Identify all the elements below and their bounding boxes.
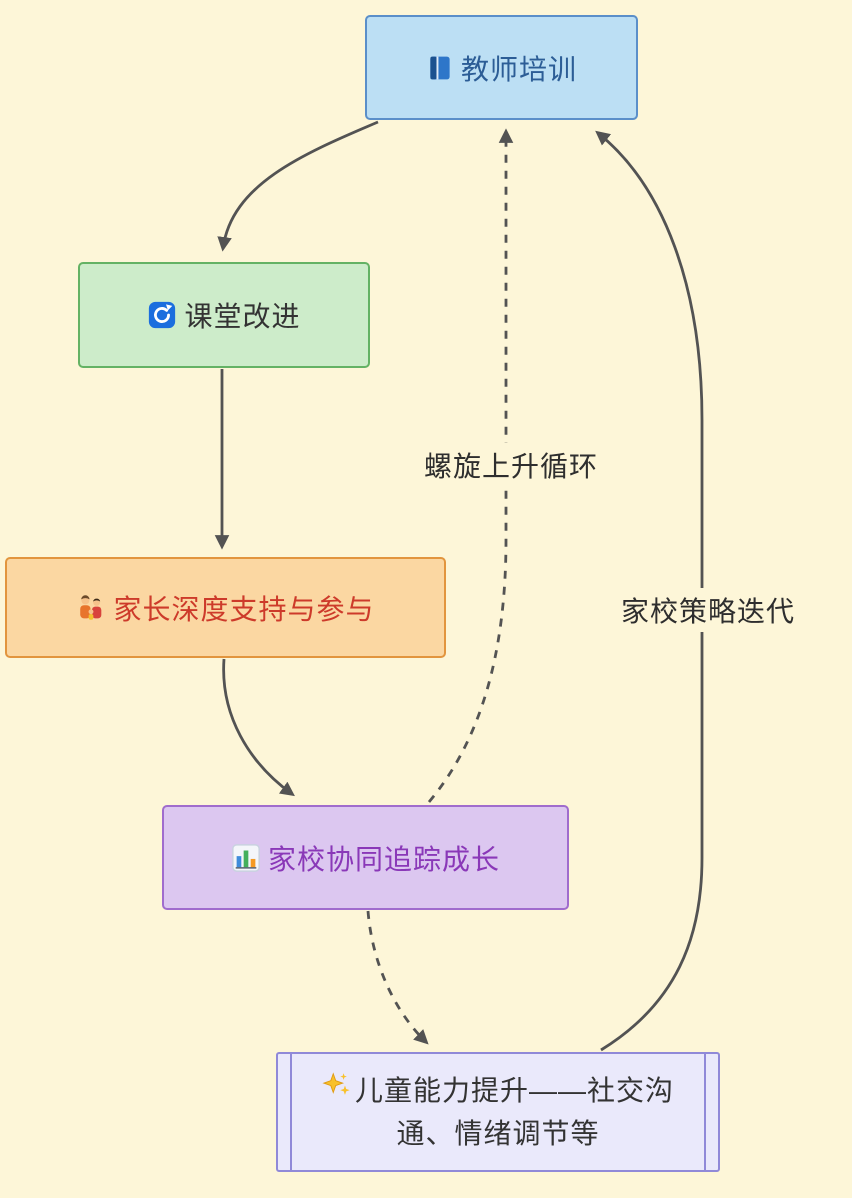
node-teacher-label: 教师培训 [460, 53, 577, 85]
node-children-label: 儿童能力提升——社交沟通、情绪调节等 [354, 1074, 674, 1149]
family-icon [76, 593, 106, 623]
sparkles-icon [322, 1070, 355, 1100]
book-icon [426, 54, 454, 82]
node-parents-label: 家长深度支持与参与 [113, 593, 375, 625]
edge-parents-to-tracking [222, 658, 295, 797]
node-tracking-label: 家校协同追踪成长 [267, 843, 500, 875]
edge-label-strategy-iteration: 家校策略迭代 [614, 588, 802, 632]
node-children-ability: 儿童能力提升——社交沟通、情绪调节等 [276, 1052, 720, 1172]
node-parent-support: 家长深度支持与参与 [5, 557, 446, 658]
bar-chart-icon [231, 843, 261, 873]
edge-tracking-to-teacher-dashed [427, 128, 514, 803]
node-classroom-improvement: 课堂改进 [78, 262, 370, 368]
node-home-school-tracking: 家校协同追踪成长 [162, 805, 569, 910]
refresh-icon [147, 300, 177, 330]
edge-children-to-teacher [595, 130, 704, 1052]
node-classroom-label: 课堂改进 [184, 301, 301, 332]
node-children-label-wrap: 儿童能力提升——社交沟通、情绪调节等 [278, 1069, 718, 1156]
edge-teacher-to-classroom [217, 120, 379, 252]
node-teacher-training: 教师培训 [365, 15, 638, 120]
edge-label-spiral-cycle: 螺旋上升循环 [417, 443, 605, 487]
edge-tracking-to-children-dashed [366, 910, 429, 1045]
